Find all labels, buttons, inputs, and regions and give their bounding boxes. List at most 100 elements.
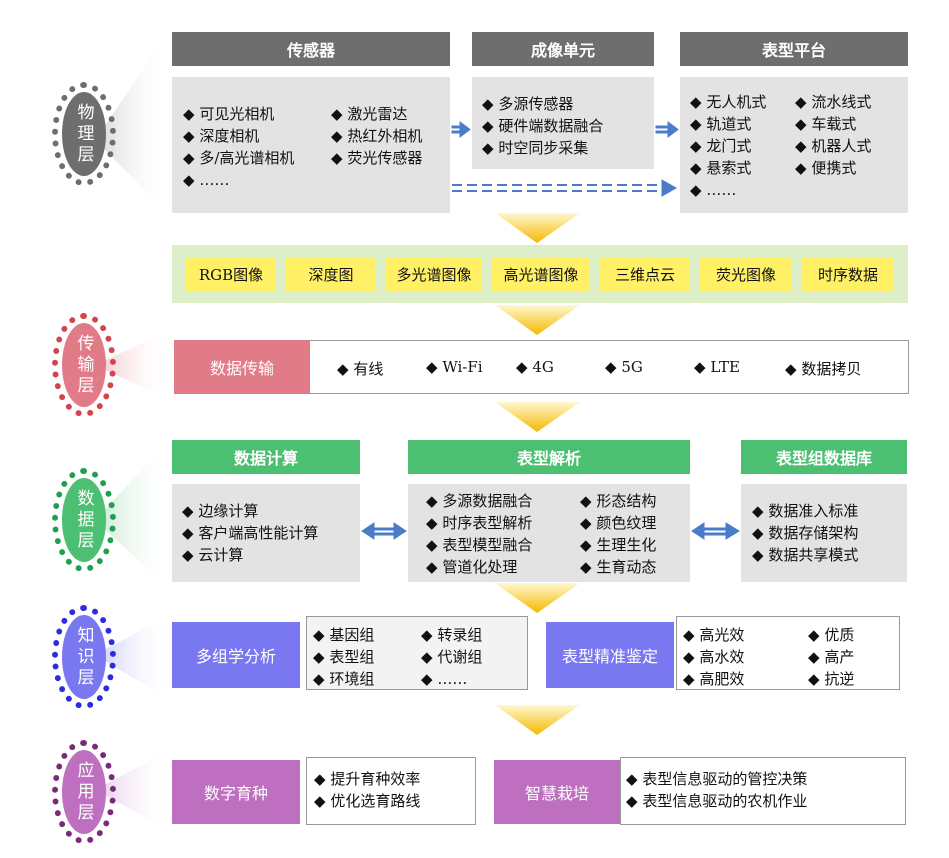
list-item: ◆ 荧光传感器 — [331, 149, 423, 167]
list-item: ◆ 优化选育路线 — [314, 792, 421, 810]
flow-arrow-3 — [495, 402, 580, 432]
data-type-multispectral: 多光谱图像 — [386, 257, 482, 291]
transmission-wired: ◆ 有线 — [337, 360, 384, 378]
database-list: ◆ 数据准入标准 ◆ 数据存储架构 ◆ 数据共享模式 — [752, 500, 858, 566]
list-item: ◆ 车载式 — [795, 115, 857, 133]
list-item: ◆ 表型信息驱动的管控决策 — [626, 770, 808, 788]
layer-label-physical: 物理层 — [52, 82, 116, 186]
data-type-hyperspectral: 高光谱图像 — [492, 257, 590, 291]
imaging-list: ◆ 多源传感器 ◆ 硬件端数据融合 ◆ 时空同步采集 — [482, 93, 603, 159]
imaging-box — [472, 77, 654, 169]
layer-label-application: 应用层 — [52, 740, 116, 844]
list-item: ◆ 数据准入标准 — [752, 502, 859, 520]
platform-header: 表型平台 — [680, 32, 908, 66]
list-item: ◆ 机器人式 — [795, 137, 872, 155]
data-type-fluorescence: 荧光图像 — [700, 257, 792, 291]
list-item: ◆ 云计算 — [182, 546, 244, 564]
knowledge-fan — [95, 615, 170, 700]
layer-transmission-text: 传输层 — [73, 333, 94, 397]
list-item: ◆ 多源传感器 — [482, 95, 574, 113]
breeding-box — [306, 757, 476, 825]
list-item: ◆ 转录组 — [421, 626, 483, 644]
data-type-depth: 深度图 — [286, 257, 376, 291]
analysis-header: 表型解析 — [408, 440, 690, 474]
list-item: ◆ 深度相机 — [183, 127, 260, 145]
omics-header: 多组学分析 — [172, 622, 300, 688]
list-item: ◆ 表型组 — [313, 648, 375, 666]
compute-box — [172, 484, 360, 582]
flow-arrow-1 — [495, 213, 580, 243]
list-item: ◆ 抗逆 — [808, 670, 855, 688]
platform-list-right: ◆ 流水线式 ◆ 车载式 ◆ 机器人式 ◆ 便携式 — [795, 91, 871, 179]
list-item: ◆ …… — [183, 171, 230, 189]
list-item: ◆ 提升育种效率 — [314, 770, 421, 788]
list-item: ◆ 时空同步采集 — [482, 139, 589, 157]
list-item: ◆ 代谢组 — [421, 648, 483, 666]
list-item: ◆ …… — [690, 181, 737, 199]
list-item: ◆ 龙门式 — [690, 137, 752, 155]
layer-knowledge-text: 知识层 — [73, 625, 94, 689]
list-item: ◆ 时序表型解析 — [426, 514, 533, 532]
list-item: ◆ 优质 — [808, 626, 855, 644]
cultivation-list: ◆ 表型信息驱动的管控决策 ◆ 表型信息驱动的农机作业 — [626, 768, 807, 812]
breeding-list: ◆ 提升育种效率 ◆ 优化选育路线 — [314, 768, 420, 812]
database-box — [741, 484, 907, 582]
platform-list-left: ◆ 无人机式 ◆ 轨道式 ◆ 龙门式 ◆ 悬索式 ◆ …… — [690, 91, 766, 201]
list-item: ◆ 轨道式 — [690, 115, 752, 133]
list-item: ◆ 形态结构 — [580, 492, 657, 510]
data-type-timeseries: 时序数据 — [802, 257, 894, 291]
identify-box — [676, 616, 900, 690]
list-item: ◆ 颜色纹理 — [580, 514, 657, 532]
application-fan — [95, 750, 170, 830]
list-item: ◆ 管道化处理 — [426, 558, 518, 576]
list-item: ◆ 数据共享模式 — [752, 546, 859, 564]
list-item: ◆ 环境组 — [313, 670, 375, 688]
transmission-box — [309, 340, 909, 394]
list-item: ◆ 表型模型融合 — [426, 536, 533, 554]
data-fan — [95, 440, 170, 590]
cultivation-header: 智慧栽培 — [494, 760, 620, 824]
cultivation-box — [620, 757, 906, 825]
compute-list: ◆ 边缘计算 ◆ 客户端高性能计算 ◆ 云计算 — [182, 500, 318, 566]
data-type-rgb: RGB图像 — [186, 257, 276, 291]
compute-header: 数据计算 — [172, 440, 360, 474]
transmission-lte: ◆ LTE — [694, 358, 741, 376]
physical-fan — [95, 30, 170, 215]
transmission-header: 数据传输 — [174, 340, 310, 394]
list-item: ◆ 可见光相机 — [183, 105, 275, 123]
flow-arrow-4 — [495, 583, 580, 613]
sensor-list-right: ◆ 激光雷达 ◆ 热红外相机 ◆ 荧光传感器 — [331, 103, 422, 169]
list-item: ◆ 激光雷达 — [331, 105, 408, 123]
database-header: 表型组数据库 — [741, 440, 907, 474]
list-item: ◆ 客户端高性能计算 — [182, 524, 319, 542]
list-item: ◆ 高肥效 — [683, 670, 745, 688]
platform-box — [680, 77, 908, 213]
list-item: ◆ 边缘计算 — [182, 502, 259, 520]
list-item: ◆ 生理生化 — [580, 536, 657, 554]
identify-list-left: ◆ 高光效 ◆ 高水效 ◆ 高肥效 — [683, 624, 744, 690]
breeding-header: 数字育种 — [172, 760, 300, 824]
list-item: ◆ 悬索式 — [690, 159, 752, 177]
data-type-pointcloud: 三维点云 — [600, 257, 690, 291]
identify-list-right: ◆ 优质 ◆ 高产 ◆ 抗逆 — [808, 624, 854, 690]
transmission-5g: ◆ 5G — [605, 358, 643, 376]
list-item: ◆ 基因组 — [313, 626, 375, 644]
sensor-header: 传感器 — [172, 32, 450, 66]
list-item: ◆ 无人机式 — [690, 93, 767, 111]
list-item: ◆ 热红外相机 — [331, 127, 423, 145]
list-item: ◆ 表型信息驱动的农机作业 — [626, 792, 808, 810]
list-item: ◆ …… — [421, 670, 468, 688]
layer-label-knowledge: 知识层 — [52, 605, 116, 709]
list-item: ◆ 高水效 — [683, 648, 745, 666]
sensor-list-left: ◆ 可见光相机 ◆ 深度相机 ◆ 多/高光谱相机 ◆ …… — [183, 103, 294, 191]
omics-list-right: ◆ 转录组 ◆ 代谢组 ◆ …… — [421, 624, 482, 690]
analysis-list-right: ◆ 形态结构 ◆ 颜色纹理 ◆ 生理生化 ◆ 生育动态 — [580, 490, 656, 578]
list-item: ◆ 高光效 — [683, 626, 745, 644]
transmission-4g: ◆ 4G — [516, 358, 554, 376]
transmission-fan — [95, 330, 170, 400]
identify-header: 表型精准鉴定 — [546, 622, 674, 688]
list-item: ◆ 多/高光谱相机 — [183, 149, 295, 167]
list-item: ◆ 流水线式 — [795, 93, 872, 111]
imaging-header: 成像单元 — [472, 32, 654, 66]
